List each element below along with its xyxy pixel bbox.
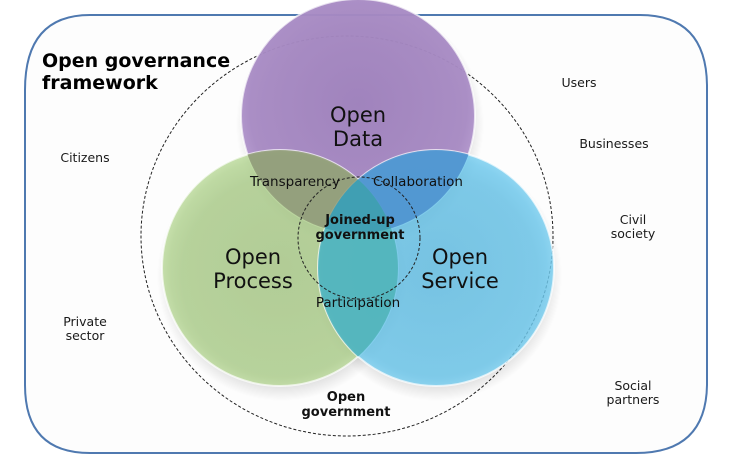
open-service-label: Open Service [410, 245, 510, 293]
social-partners-line-1: Social [614, 378, 652, 393]
users-line-1: Users [561, 75, 597, 90]
stakeholder-social-partners: Social partners [593, 378, 673, 408]
civil-society-line-1: Civil [619, 212, 647, 227]
joined-up-government-label: Joined-up government [305, 213, 415, 244]
private-sector-line-2: sector [65, 328, 105, 344]
open-data-label: Open Data [318, 103, 398, 151]
civil-society-line-2: society [610, 226, 656, 242]
joined-up-boundary [297, 176, 421, 300]
participation-label: Participation [315, 295, 401, 311]
private-sector-line-1: Private [63, 314, 107, 329]
transparency-label: Transparency [249, 174, 341, 190]
title-line-2: framework [42, 72, 158, 95]
collaboration-label: Collaboration [373, 174, 463, 190]
stakeholder-businesses: Businesses [574, 136, 654, 151]
open-service-line-2: Service [421, 268, 499, 293]
joined-up-line-1: Joined-up [325, 213, 395, 228]
open-service-line-1: Open [431, 245, 489, 269]
open-process-line-1: Open [224, 245, 282, 269]
businesses-line-1: Businesses [579, 136, 649, 151]
title-line-1: Open governance [42, 50, 231, 72]
stakeholder-civil-society: Civil society [598, 212, 668, 242]
stakeholder-citizens: Citizens [50, 150, 120, 165]
open-government-line-1: Open [326, 390, 366, 405]
joined-up-line-2: government [315, 227, 405, 243]
stakeholder-users: Users [548, 75, 610, 90]
diagram-title: Open governance framework [42, 50, 230, 95]
open-process-line-2: Process [213, 268, 293, 293]
stakeholder-private-sector: Private sector [50, 314, 120, 344]
citizens-line-1: Citizens [60, 150, 110, 165]
open-process-label: Open Process [203, 245, 303, 293]
overlap-all [318, 150, 398, 233]
open-data-line-2: Data [332, 126, 384, 151]
open-government-label: Open government [296, 390, 396, 421]
open-government-line-2: government [301, 404, 391, 420]
open-data-line-1: Open [329, 103, 387, 127]
social-partners-line-2: partners [606, 392, 660, 408]
